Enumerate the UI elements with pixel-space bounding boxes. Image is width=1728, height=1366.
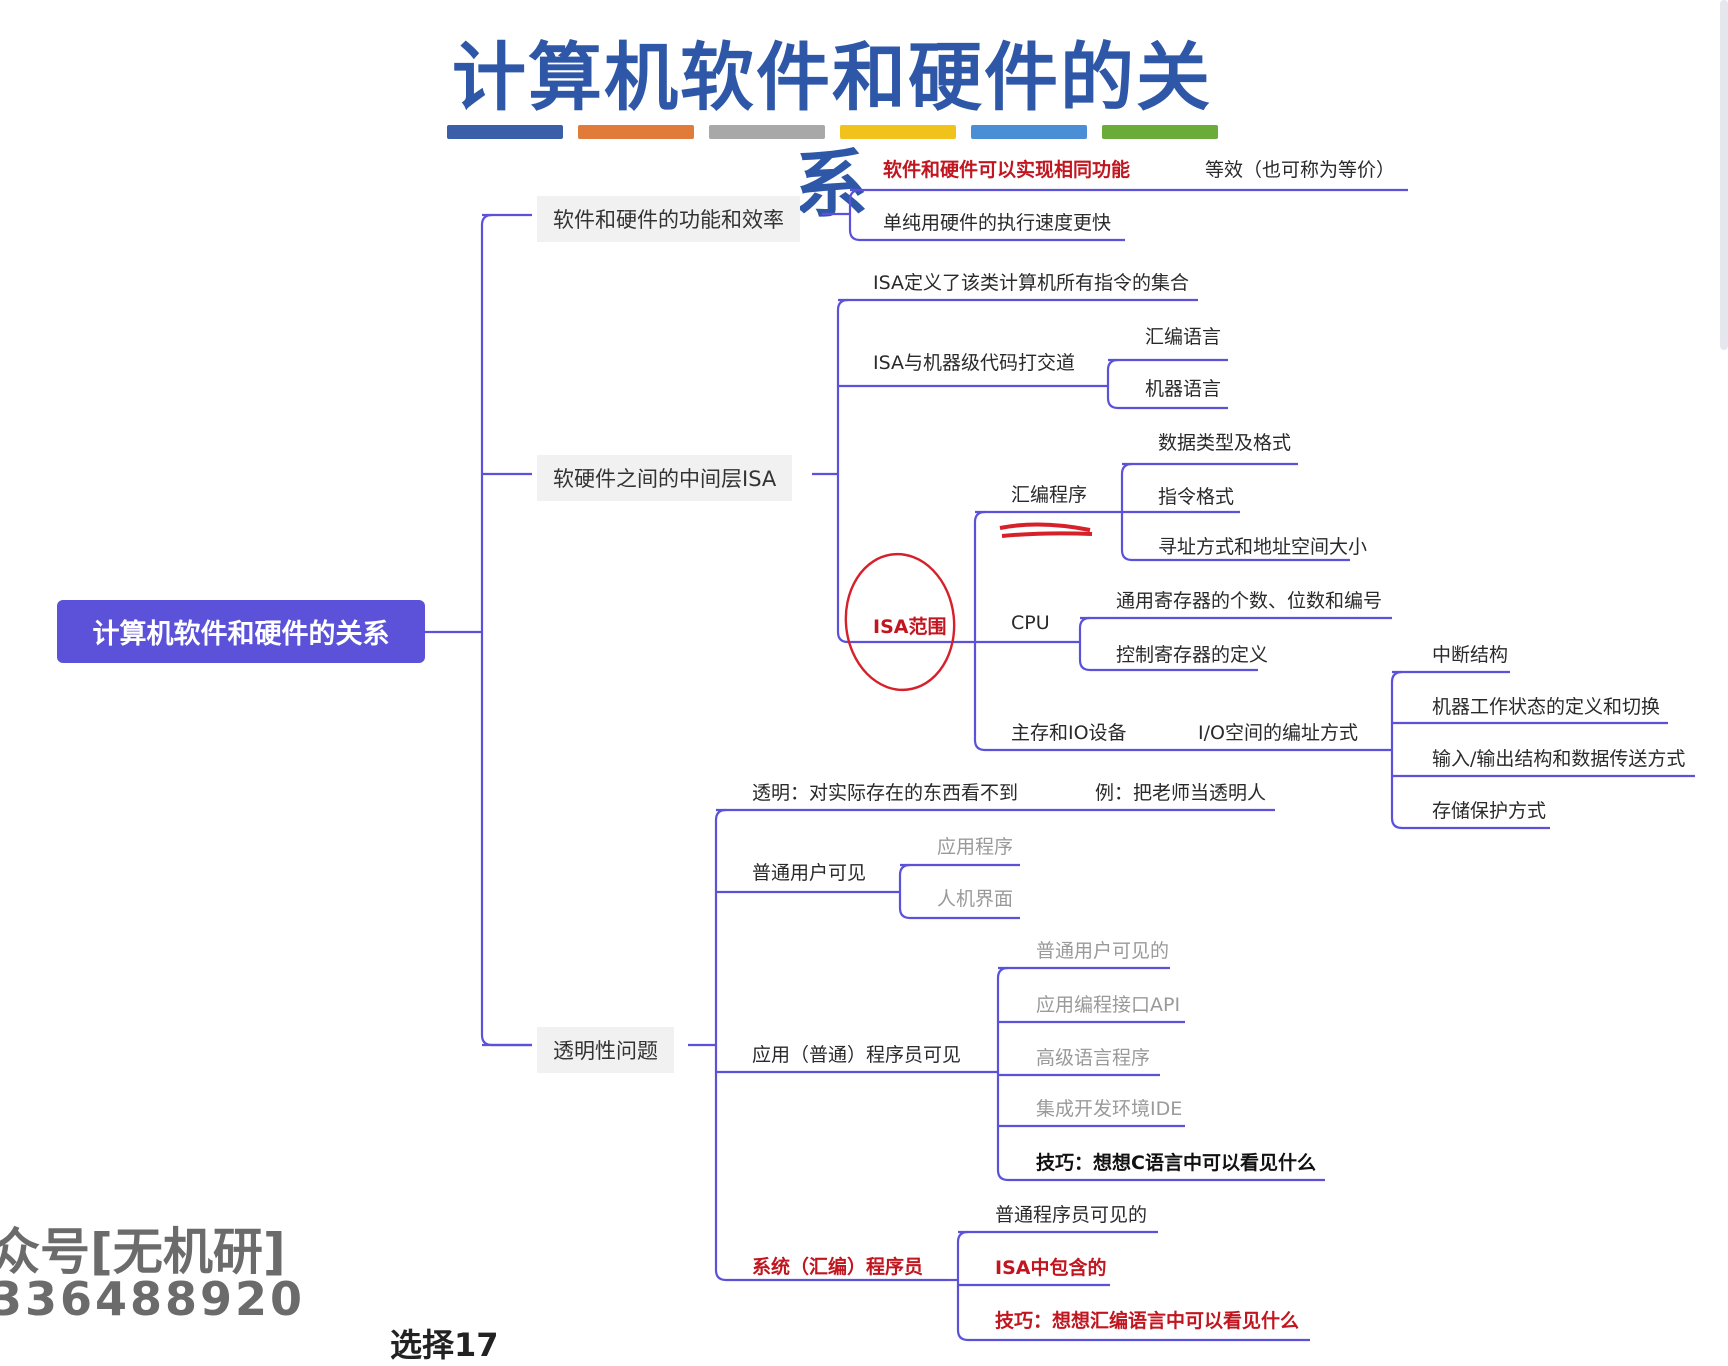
- page-title: 计算机软件和硬件的关系: [452, 35, 1212, 228]
- color-bar-segment: [578, 125, 694, 139]
- node-hci[interactable]: 人机界面: [937, 888, 1014, 910]
- node-user-visible[interactable]: 普通用户可见: [752, 862, 867, 884]
- color-bar-segment: [709, 125, 825, 139]
- node-hardware-faster[interactable]: 单纯用硬件的执行速度更快: [883, 212, 1112, 234]
- color-bar-segment: [840, 125, 956, 139]
- node-tip-assembly[interactable]: 技巧：想想汇编语言中可以看见什么: [995, 1310, 1300, 1332]
- node-app-programmer-visible[interactable]: 应用（普通）程序员可见: [752, 1044, 962, 1066]
- node-assembler[interactable]: 汇编程序: [1011, 484, 1088, 506]
- node-isa-definition[interactable]: ISA定义了该类计算机所有指令的集合: [873, 272, 1190, 294]
- scrollbar[interactable]: [1720, 0, 1728, 350]
- watermark-account: 众号[无机研]: [0, 1223, 286, 1281]
- node-instruction-format[interactable]: 指令格式: [1158, 486, 1235, 508]
- node-storage-protection[interactable]: 存储保护方式: [1432, 800, 1547, 822]
- color-bar-segment: [1102, 125, 1218, 139]
- node-gpr[interactable]: 通用寄存器的个数、位数和编号: [1116, 590, 1383, 612]
- node-control-register[interactable]: 控制寄存器的定义: [1116, 644, 1269, 666]
- watermark-number: 336488920: [0, 1272, 306, 1326]
- node-isa-machine-code[interactable]: ISA与机器级代码打交道: [873, 352, 1076, 374]
- branch-transparency[interactable]: 透明性问题: [537, 1027, 674, 1073]
- node-transparent-example: 例：把老师当透明人: [1095, 782, 1267, 804]
- node-machine-state[interactable]: 机器工作状态的定义和切换: [1432, 696, 1661, 718]
- color-bar-segment: [971, 125, 1087, 139]
- node-programmer-visible[interactable]: 普通程序员可见的: [995, 1204, 1148, 1226]
- branch-function-efficiency[interactable]: 软件和硬件的功能和效率: [537, 196, 800, 242]
- branch-isa-layer[interactable]: 软硬件之间的中间层ISA: [537, 455, 793, 501]
- root-node[interactable]: 计算机软件和硬件的关系: [57, 600, 425, 663]
- node-application[interactable]: 应用程序: [937, 836, 1014, 858]
- color-bar-segment: [447, 125, 563, 139]
- node-isa-scope[interactable]: ISA范围: [873, 616, 947, 638]
- node-addressing-mode[interactable]: 寻址方式和地址空间大小: [1158, 536, 1368, 558]
- node-transparent-definition[interactable]: 透明：对实际存在的东西看不到: [752, 782, 1019, 804]
- node-cpu[interactable]: CPU: [1011, 612, 1050, 634]
- root-label: 计算机软件和硬件的关系: [92, 619, 390, 650]
- node-tip-c-language[interactable]: 技巧：想想C语言中可以看见什么: [1036, 1152, 1316, 1174]
- node-data-types[interactable]: 数据类型及格式: [1158, 432, 1292, 454]
- node-api[interactable]: 应用编程接口API: [1036, 994, 1181, 1016]
- node-assembly-language[interactable]: 汇编语言: [1145, 326, 1222, 348]
- bottom-caption: 选择17: [390, 1326, 499, 1364]
- node-same-function[interactable]: 软件和硬件可以实现相同功能: [883, 159, 1131, 181]
- node-io-structure[interactable]: 输入/输出结构和数据传送方式: [1432, 748, 1686, 770]
- node-high-level-language[interactable]: 高级语言程序: [1036, 1047, 1151, 1069]
- node-memory-io[interactable]: 主存和IO设备: [1011, 722, 1127, 744]
- node-ide[interactable]: 集成开发环境IDE: [1036, 1098, 1183, 1120]
- node-equivalent-note: 等效（也可称为等价）: [1205, 159, 1396, 181]
- node-isa-contains[interactable]: ISA中包含的: [995, 1257, 1107, 1279]
- node-io-addressing[interactable]: I/O空间的编址方式: [1198, 722, 1358, 744]
- node-user-visible-2[interactable]: 普通用户可见的: [1036, 940, 1170, 962]
- node-interrupt-structure[interactable]: 中断结构: [1432, 644, 1509, 666]
- node-machine-language[interactable]: 机器语言: [1145, 378, 1222, 400]
- node-system-programmer[interactable]: 系统（汇编）程序员: [752, 1256, 924, 1278]
